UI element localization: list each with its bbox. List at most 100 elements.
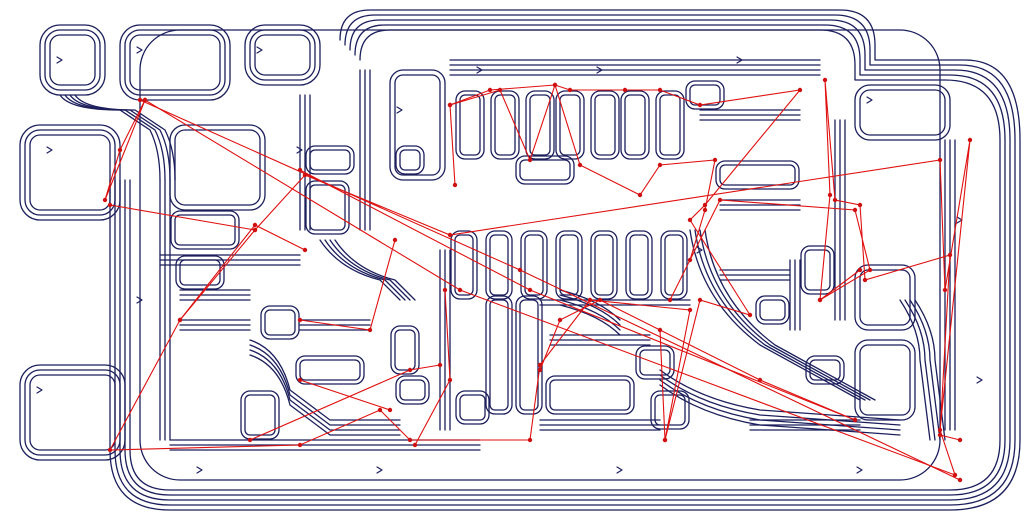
- plunge-point: [412, 442, 418, 448]
- pad-top-center: [119, 24, 231, 101]
- plunge-point: [702, 202, 708, 208]
- small-pad-1: [309, 149, 351, 171]
- plunge-point: [822, 77, 828, 83]
- plunge-point: [447, 377, 453, 383]
- trace-diagonal-right: [704, 229, 876, 401]
- plunge-point: [107, 447, 113, 453]
- plunge-point: [302, 247, 308, 253]
- pad-top-left: [44, 29, 101, 91]
- direction-arrow-mark: [56, 56, 63, 64]
- pad-left-bottom: [24, 369, 121, 456]
- plunge-point: [687, 307, 693, 313]
- plunge-point: [937, 157, 943, 163]
- plunge-point: [797, 87, 803, 93]
- plunge-point: [487, 87, 493, 93]
- small-pad-14: [715, 160, 800, 190]
- plunge-point: [447, 232, 453, 238]
- pad-top-center: [129, 34, 221, 91]
- plunge-point: [557, 317, 563, 323]
- small-pad-0: [395, 145, 425, 175]
- direction-arrow-mark: [136, 296, 143, 304]
- trace-curve-top-left: [74, 94, 176, 181]
- direction-arrow-mark: [866, 96, 873, 104]
- pad-left-middle: [24, 129, 116, 216]
- plunge-point: [687, 217, 693, 223]
- plunge-point: [457, 287, 463, 293]
- direction-arrow-mark: [136, 46, 143, 54]
- small-pad-7: [390, 325, 420, 375]
- plunge-point: [142, 97, 148, 103]
- plunge-point: [867, 267, 873, 273]
- small-pad-3: [174, 214, 236, 246]
- small-pad-9: [635, 345, 675, 380]
- rapid-move-segment: [299, 379, 391, 411]
- pad-right-top: [854, 84, 951, 141]
- plunge-point: [252, 222, 258, 228]
- small-pad-5: [260, 305, 300, 340]
- trace-curve-center-low: [559, 304, 621, 336]
- ic-pin-middle-2: [520, 230, 548, 300]
- small-pad-10: [650, 390, 690, 430]
- plunge-point: [387, 407, 393, 413]
- plunge-point: [637, 192, 643, 198]
- plunge-point: [252, 227, 258, 233]
- pad-right-mid: [859, 269, 911, 326]
- plunge-point: [657, 162, 663, 168]
- small-pad-17: [459, 394, 486, 421]
- small-pad-18: [240, 390, 280, 440]
- trace-curve-lower-left: [249, 339, 401, 421]
- ic-pin-middle-3: [555, 230, 583, 300]
- trace-curve-center: [334, 239, 416, 301]
- small-pad-7: [394, 329, 416, 371]
- plunge-point: [702, 207, 708, 213]
- plunge-point: [177, 317, 183, 323]
- plunge-point: [137, 97, 143, 103]
- direction-arrow-mark: [476, 66, 483, 74]
- ic-pin-top-4: [594, 94, 616, 156]
- pad-top-right: [254, 34, 311, 76]
- small-pad-15: [515, 155, 575, 185]
- ic-pin-top-4: [590, 90, 620, 160]
- plunge-point: [297, 377, 303, 383]
- direction-arrow-mark: [696, 246, 703, 254]
- ic-pin-top-3: [559, 94, 581, 156]
- direction-arrow-mark: [46, 146, 53, 154]
- trace-curve-lower-left: [249, 354, 401, 436]
- ic-pin-top-0: [455, 90, 485, 160]
- small-pad-11: [755, 295, 790, 325]
- board-outline-pass: [109, 9, 1021, 511]
- pad-top-center: [124, 29, 226, 96]
- direction-arrow-mark: [376, 466, 383, 474]
- ic-pin-top-6: [655, 90, 685, 160]
- ic-pin-middle-0: [450, 230, 478, 300]
- plunge-point: [852, 207, 858, 213]
- small-pad-10: [654, 394, 686, 426]
- direction-arrow-mark: [196, 466, 203, 474]
- plunge-point: [377, 407, 383, 413]
- plunge-point: [552, 82, 558, 88]
- plunge-point: [452, 182, 458, 188]
- trace-curve-far-right: [899, 299, 931, 441]
- trace-curve-far-right: [909, 299, 941, 441]
- small-pad-1: [305, 145, 355, 175]
- plunge-point: [302, 172, 308, 178]
- plunge-point: [942, 287, 948, 293]
- board-outline-pass: [129, 29, 1001, 491]
- connector-pin-low-1: [519, 299, 539, 411]
- plunge-point: [757, 377, 763, 383]
- small-pad-11: [759, 299, 786, 321]
- trace-curve-center-low: [559, 294, 621, 326]
- plunge-point: [712, 157, 718, 163]
- plunge-point: [527, 287, 533, 293]
- small-pad-2: [309, 184, 346, 231]
- plunge-point: [852, 417, 858, 423]
- plunge-point: [497, 87, 503, 93]
- plunge-point: [367, 327, 373, 333]
- plunge-point: [697, 102, 703, 108]
- ic-pin-top-2: [529, 94, 551, 156]
- plunge-point: [747, 312, 753, 318]
- trace-curve-lower-right: [659, 384, 901, 436]
- pad-right-mid: [854, 264, 916, 331]
